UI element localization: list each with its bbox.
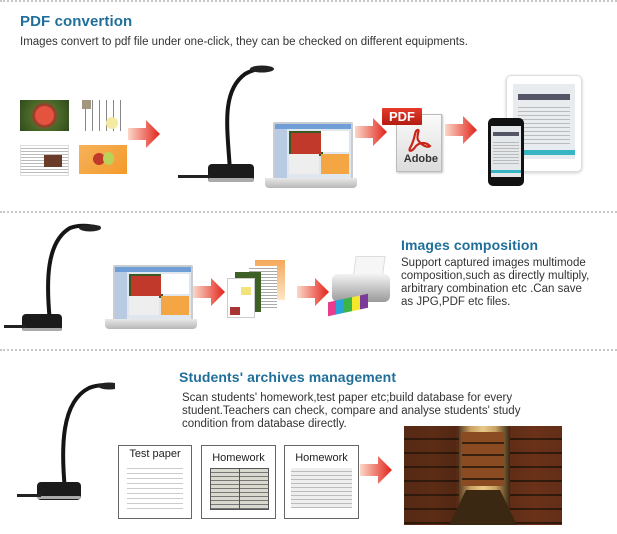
arrow-right-icon — [128, 120, 160, 148]
adobe-label: Adobe — [403, 153, 438, 165]
document-label: Test paper — [129, 448, 181, 460]
section-title-students-archives: Students' archives management — [179, 369, 397, 385]
smartphone-device-image — [488, 118, 524, 186]
description-line: Support captured images multimode — [401, 257, 586, 269]
description-line: composition,such as directly multiply, — [401, 270, 590, 282]
section-description-pdf: Images convert to pdf file under one-cli… — [20, 36, 468, 48]
section-separator — [0, 211, 617, 213]
document-camera-image — [178, 65, 274, 182]
description-line: as JPG,PDF etc files. — [401, 296, 511, 308]
library-bookshelves-photo — [404, 426, 562, 525]
document-label: Homework — [212, 452, 265, 464]
printer-image — [328, 256, 390, 318]
arrow-right-icon — [193, 278, 225, 306]
homework-document: Homework — [284, 445, 359, 519]
section-description-archives: Scan students' homework,test paper etc;b… — [182, 392, 520, 431]
document-camera-image — [17, 382, 115, 500]
top-separator — [0, 0, 617, 2]
document-camera-image — [4, 223, 101, 331]
rose-photo-thumbnail — [20, 100, 69, 131]
arrow-right-icon — [355, 118, 387, 146]
description-line: condition from database directly. — [182, 418, 347, 430]
pdf-badge: PDF — [382, 108, 422, 125]
test-paper-document: Test paper — [118, 445, 192, 519]
document-label: Homework — [295, 452, 348, 464]
pdf-file-icon: PDF Adobe — [382, 108, 442, 172]
composed-pages-image — [227, 260, 289, 318]
homework-document: Homework — [201, 445, 276, 519]
arrow-right-icon — [297, 278, 329, 306]
adobe-acrobat-logo-icon — [408, 128, 432, 152]
newspaper-thumbnail — [20, 145, 69, 176]
description-line: arbitrary combination etc .Can save — [401, 283, 582, 295]
arrow-right-icon — [360, 456, 392, 484]
laptop-software-image — [105, 265, 197, 329]
document-page-thumbnail — [82, 100, 124, 131]
description-line: Scan students' homework,test paper etc;b… — [182, 392, 513, 404]
description-line: student.Teachers can check, compare and … — [182, 405, 521, 417]
arrow-right-icon — [445, 116, 477, 144]
section-separator — [0, 349, 617, 351]
laptop-software-image — [265, 122, 357, 190]
section-description-composition: Support captured images multimode compos… — [401, 257, 589, 309]
section-title-images-composition: Images composition — [401, 237, 539, 253]
section-title-pdf-convertion: PDF convertion — [20, 13, 133, 30]
fruit-illustration-thumbnail — [79, 145, 127, 174]
